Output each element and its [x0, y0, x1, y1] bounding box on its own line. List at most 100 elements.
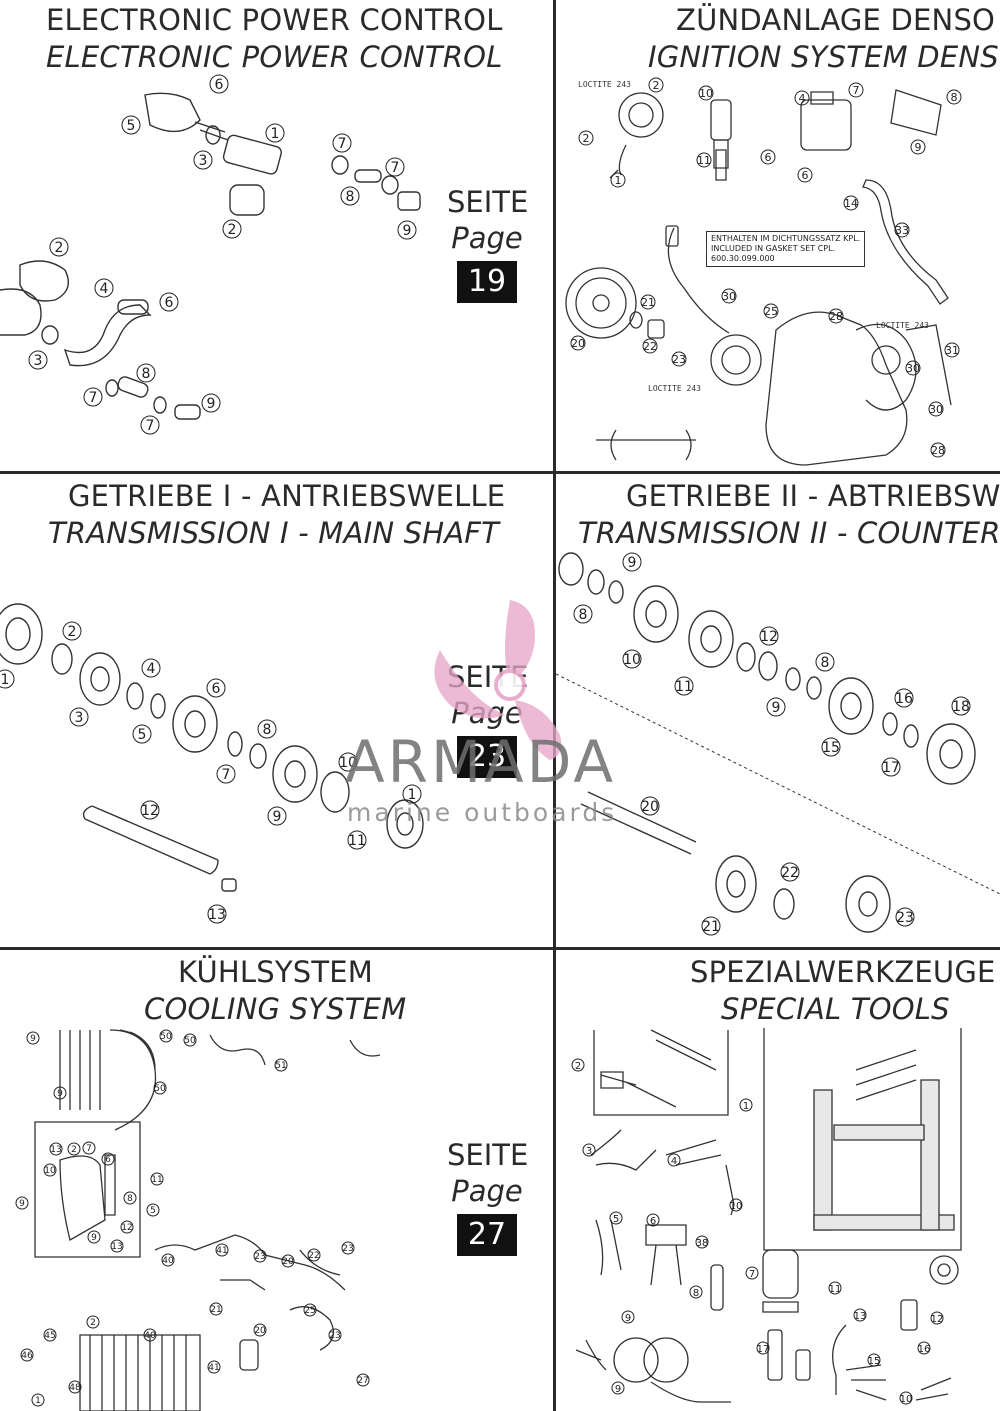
svg-text:6: 6 — [165, 295, 174, 311]
svg-text:41: 41 — [216, 1246, 227, 1256]
section-title-de: GETRIEBE II - ABTRIEBSWEL — [626, 479, 1000, 513]
svg-text:10: 10 — [699, 87, 713, 100]
svg-text:11: 11 — [697, 154, 711, 167]
svg-text:23: 23 — [672, 353, 686, 366]
svg-text:16: 16 — [918, 1344, 931, 1355]
loctite-note: LOCTITE 243 — [648, 384, 701, 393]
svg-text:10: 10 — [900, 1394, 913, 1405]
svg-text:2: 2 — [68, 624, 77, 640]
section-title-de: SPEZIALWERKZEUGE — [690, 955, 996, 989]
svg-text:21: 21 — [210, 1305, 221, 1315]
svg-text:30: 30 — [906, 362, 920, 375]
svg-text:3: 3 — [75, 710, 84, 726]
gasket-note-line: 600.30.099.000 — [711, 254, 775, 263]
section-transmission-main-shaft[interactable]: GETRIEBE I - ANTRIEBSWELLE TRANSMISSION … — [0, 474, 553, 947]
svg-text:5: 5 — [138, 727, 147, 743]
svg-text:2: 2 — [653, 79, 660, 92]
svg-text:45: 45 — [44, 1331, 55, 1341]
svg-text:16: 16 — [895, 691, 913, 707]
svg-text:2: 2 — [228, 222, 237, 238]
section-title-de: ZÜNDANLAGE DENSO — [676, 3, 996, 37]
svg-text:1: 1 — [35, 1396, 41, 1406]
svg-text:17: 17 — [757, 1344, 770, 1355]
watermark-brand: ARMADA — [345, 728, 617, 796]
section-special-tools[interactable]: SPEZIALWERKZEUGE SPECIAL TOOLS — [556, 950, 1000, 1411]
svg-text:10: 10 — [730, 1201, 743, 1212]
section-electronic-power-control[interactable]: ELECTRONIC POWER CONTROL ELECTRONIC POWE… — [0, 0, 553, 471]
section-ignition-system[interactable]: ZÜNDANLAGE DENSO IGNITION SYSTEM DENSO L… — [556, 0, 1000, 471]
svg-text:9: 9 — [625, 1313, 631, 1324]
svg-text:8: 8 — [951, 91, 958, 104]
svg-text:4: 4 — [671, 1156, 677, 1167]
svg-text:11: 11 — [348, 833, 366, 849]
svg-text:7: 7 — [391, 160, 400, 176]
svg-text:23: 23 — [254, 1252, 265, 1262]
svg-text:23: 23 — [329, 1331, 340, 1341]
svg-text:27: 27 — [357, 1376, 368, 1386]
svg-text:7: 7 — [86, 1144, 92, 1154]
svg-text:20: 20 — [254, 1326, 266, 1336]
svg-text:30: 30 — [722, 290, 736, 303]
svg-text:46: 46 — [21, 1351, 33, 1361]
row-divider-2 — [0, 947, 1000, 950]
svg-text:12: 12 — [760, 629, 778, 645]
svg-text:12: 12 — [121, 1223, 132, 1233]
svg-text:22: 22 — [781, 865, 799, 881]
section-title-en: IGNITION SYSTEM DENSO — [648, 40, 1000, 74]
svg-text:5: 5 — [613, 1214, 619, 1225]
section-title-en: COOLING SYSTEM — [144, 992, 407, 1026]
page-reference[interactable]: SEITE Page 19 — [447, 185, 529, 303]
page-number-badge[interactable]: 27 — [457, 1214, 517, 1256]
svg-text:14: 14 — [844, 197, 858, 210]
svg-text:12: 12 — [141, 803, 159, 819]
svg-text:1: 1 — [408, 787, 417, 803]
svg-text:8: 8 — [821, 655, 830, 671]
page-label: Page — [451, 221, 523, 255]
svg-text:40: 40 — [144, 1331, 156, 1341]
svg-text:8: 8 — [346, 189, 355, 205]
svg-text:21: 21 — [641, 296, 655, 309]
svg-text:23: 23 — [342, 1244, 353, 1254]
svg-text:38: 38 — [696, 1238, 709, 1249]
svg-text:41: 41 — [208, 1363, 219, 1373]
svg-text:9: 9 — [91, 1233, 97, 1243]
svg-text:2: 2 — [575, 1061, 581, 1072]
page-reference[interactable]: SEITE Page 27 — [447, 1138, 528, 1256]
svg-text:3: 3 — [34, 353, 43, 369]
svg-text:2: 2 — [90, 1318, 96, 1328]
svg-text:8: 8 — [579, 607, 588, 623]
svg-text:6: 6 — [802, 169, 809, 182]
svg-text:11: 11 — [151, 1175, 162, 1185]
loctite-note: LOCTITE 243 — [578, 80, 631, 89]
svg-text:8: 8 — [142, 366, 151, 382]
svg-text:1: 1 — [271, 126, 280, 142]
svg-text:50: 50 — [160, 1032, 172, 1042]
svg-text:7: 7 — [749, 1269, 755, 1280]
svg-text:33: 33 — [895, 224, 909, 237]
svg-text:30: 30 — [929, 403, 943, 416]
svg-text:22: 22 — [308, 1251, 319, 1261]
svg-text:17: 17 — [882, 760, 900, 776]
svg-text:13: 13 — [111, 1242, 122, 1252]
section-title-en: TRANSMISSION II - COUNTER — [578, 516, 1000, 550]
seite-label: SEITE — [447, 185, 529, 219]
page-number-badge[interactable]: 19 — [457, 261, 517, 303]
svg-text:11: 11 — [829, 1284, 842, 1295]
svg-text:20: 20 — [282, 1257, 294, 1267]
svg-text:21: 21 — [702, 919, 720, 935]
svg-text:9: 9 — [628, 555, 637, 571]
section-transmission-countershaft[interactable]: GETRIEBE II - ABTRIEBSWEL TRANSMISSION I… — [556, 474, 1000, 947]
svg-text:2: 2 — [55, 240, 64, 256]
svg-text:6: 6 — [215, 77, 224, 93]
section-cooling-system[interactable]: KÜHLSYSTEM COOLING SYSTEM — [0, 950, 553, 1411]
page-number-badge[interactable]: 23 — [457, 736, 517, 778]
svg-text:7: 7 — [338, 136, 347, 152]
page-label: Page — [451, 1174, 523, 1208]
svg-text:9: 9 — [19, 1199, 25, 1209]
section-title-en: ELECTRONIC POWER CONTROL — [46, 40, 503, 74]
svg-text:7: 7 — [89, 390, 98, 406]
svg-text:9: 9 — [273, 809, 282, 825]
svg-text:10: 10 — [44, 1166, 56, 1176]
